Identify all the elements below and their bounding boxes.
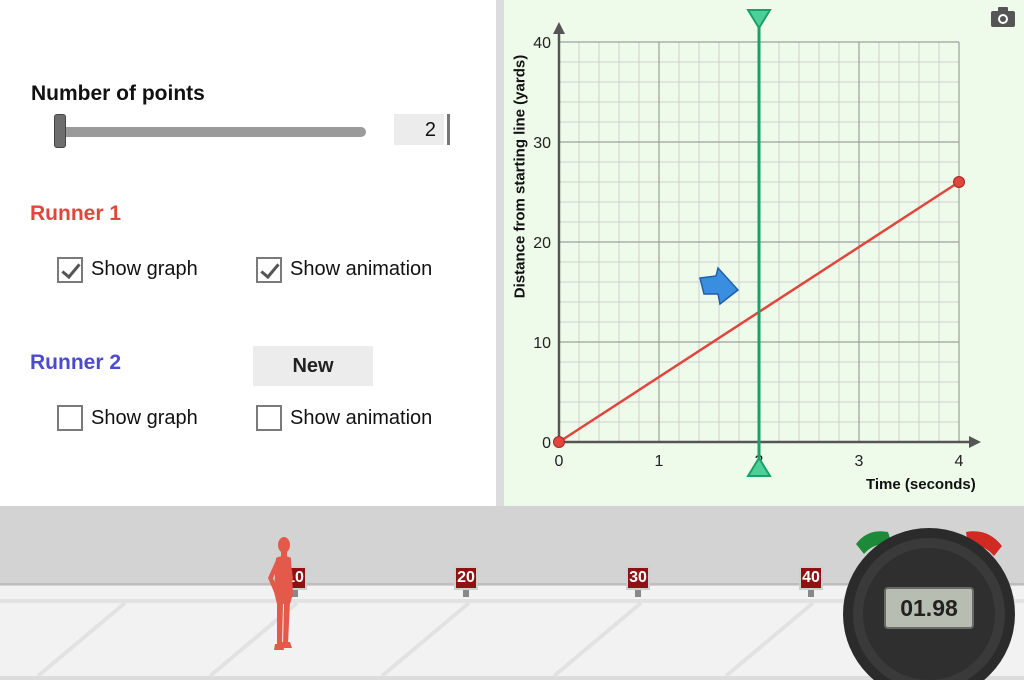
- points-value-field[interactable]: 2: [394, 114, 444, 145]
- x-tick-label: 0: [555, 453, 564, 470]
- y-tick-label: 40: [533, 35, 551, 52]
- runner1-show-graph-label: Show graph: [91, 258, 198, 280]
- yard-marker-20: 20: [454, 566, 478, 590]
- x-axis-arrow: [969, 436, 981, 448]
- time-cursor-top-handle[interactable]: [746, 9, 772, 30]
- runner1-graph-point[interactable]: [953, 176, 965, 188]
- yard-marker-post: [808, 590, 814, 597]
- x-axis-title: Time (seconds): [866, 476, 976, 493]
- y-tick-label: 10: [533, 335, 551, 352]
- panel-divider: [496, 0, 504, 506]
- camera-icon[interactable]: [990, 6, 1016, 28]
- yard-marker-30: 30: [626, 566, 650, 590]
- time-cursor-bottom-handle[interactable]: [746, 456, 772, 477]
- stopwatch-stop-button: [966, 531, 1002, 556]
- points-slider-track[interactable]: [58, 127, 366, 137]
- points-slider-handle[interactable]: [54, 114, 66, 148]
- y-tick-label: 30: [533, 135, 551, 152]
- runner1-title: Runner 1: [30, 202, 122, 225]
- y-axis-arrow: [553, 22, 565, 34]
- runner1-show-animation-label: Show animation: [290, 258, 433, 280]
- runner2-show-graph-label: Show graph: [91, 407, 198, 429]
- runner2-show-graph-checkbox[interactable]: [57, 405, 83, 431]
- stopwatch-start-button: [856, 531, 892, 554]
- runner1-show-animation-checkbox[interactable]: [256, 257, 282, 283]
- stopwatch-display: 01.98: [884, 587, 974, 629]
- runner1-show-graph-checkbox[interactable]: [57, 257, 83, 283]
- runner2-show-animation-label: Show animation: [290, 407, 433, 429]
- x-tick-label: 3: [855, 453, 864, 470]
- x-tick-label: 4: [955, 453, 964, 470]
- runner1-figure: [268, 537, 293, 650]
- runner2-show-animation-checkbox[interactable]: [256, 405, 282, 431]
- y-tick-label: 0: [542, 435, 551, 452]
- new-button[interactable]: New: [253, 346, 373, 386]
- arrow-pointer-icon: [699, 266, 740, 306]
- track-background: [0, 506, 1024, 586]
- y-axis-title: Distance from starting line (yards): [511, 54, 529, 299]
- runner1-graph-point[interactable]: [553, 436, 565, 448]
- controls-panel: Number of points 2 Runner 1 Show graph S…: [0, 0, 496, 506]
- runner2-title: Runner 2: [30, 351, 122, 374]
- points-value-caret: [447, 114, 450, 145]
- distance-time-graph: 01234010203040: [533, 9, 981, 477]
- y-tick-label: 20: [533, 235, 551, 252]
- yard-marker-40: 40: [799, 566, 823, 590]
- yard-marker-post: [463, 590, 469, 597]
- number-of-points-label: Number of points: [31, 82, 205, 105]
- yard-marker-post: [292, 590, 298, 597]
- yard-marker-post: [635, 590, 641, 597]
- x-tick-label: 1: [655, 453, 664, 470]
